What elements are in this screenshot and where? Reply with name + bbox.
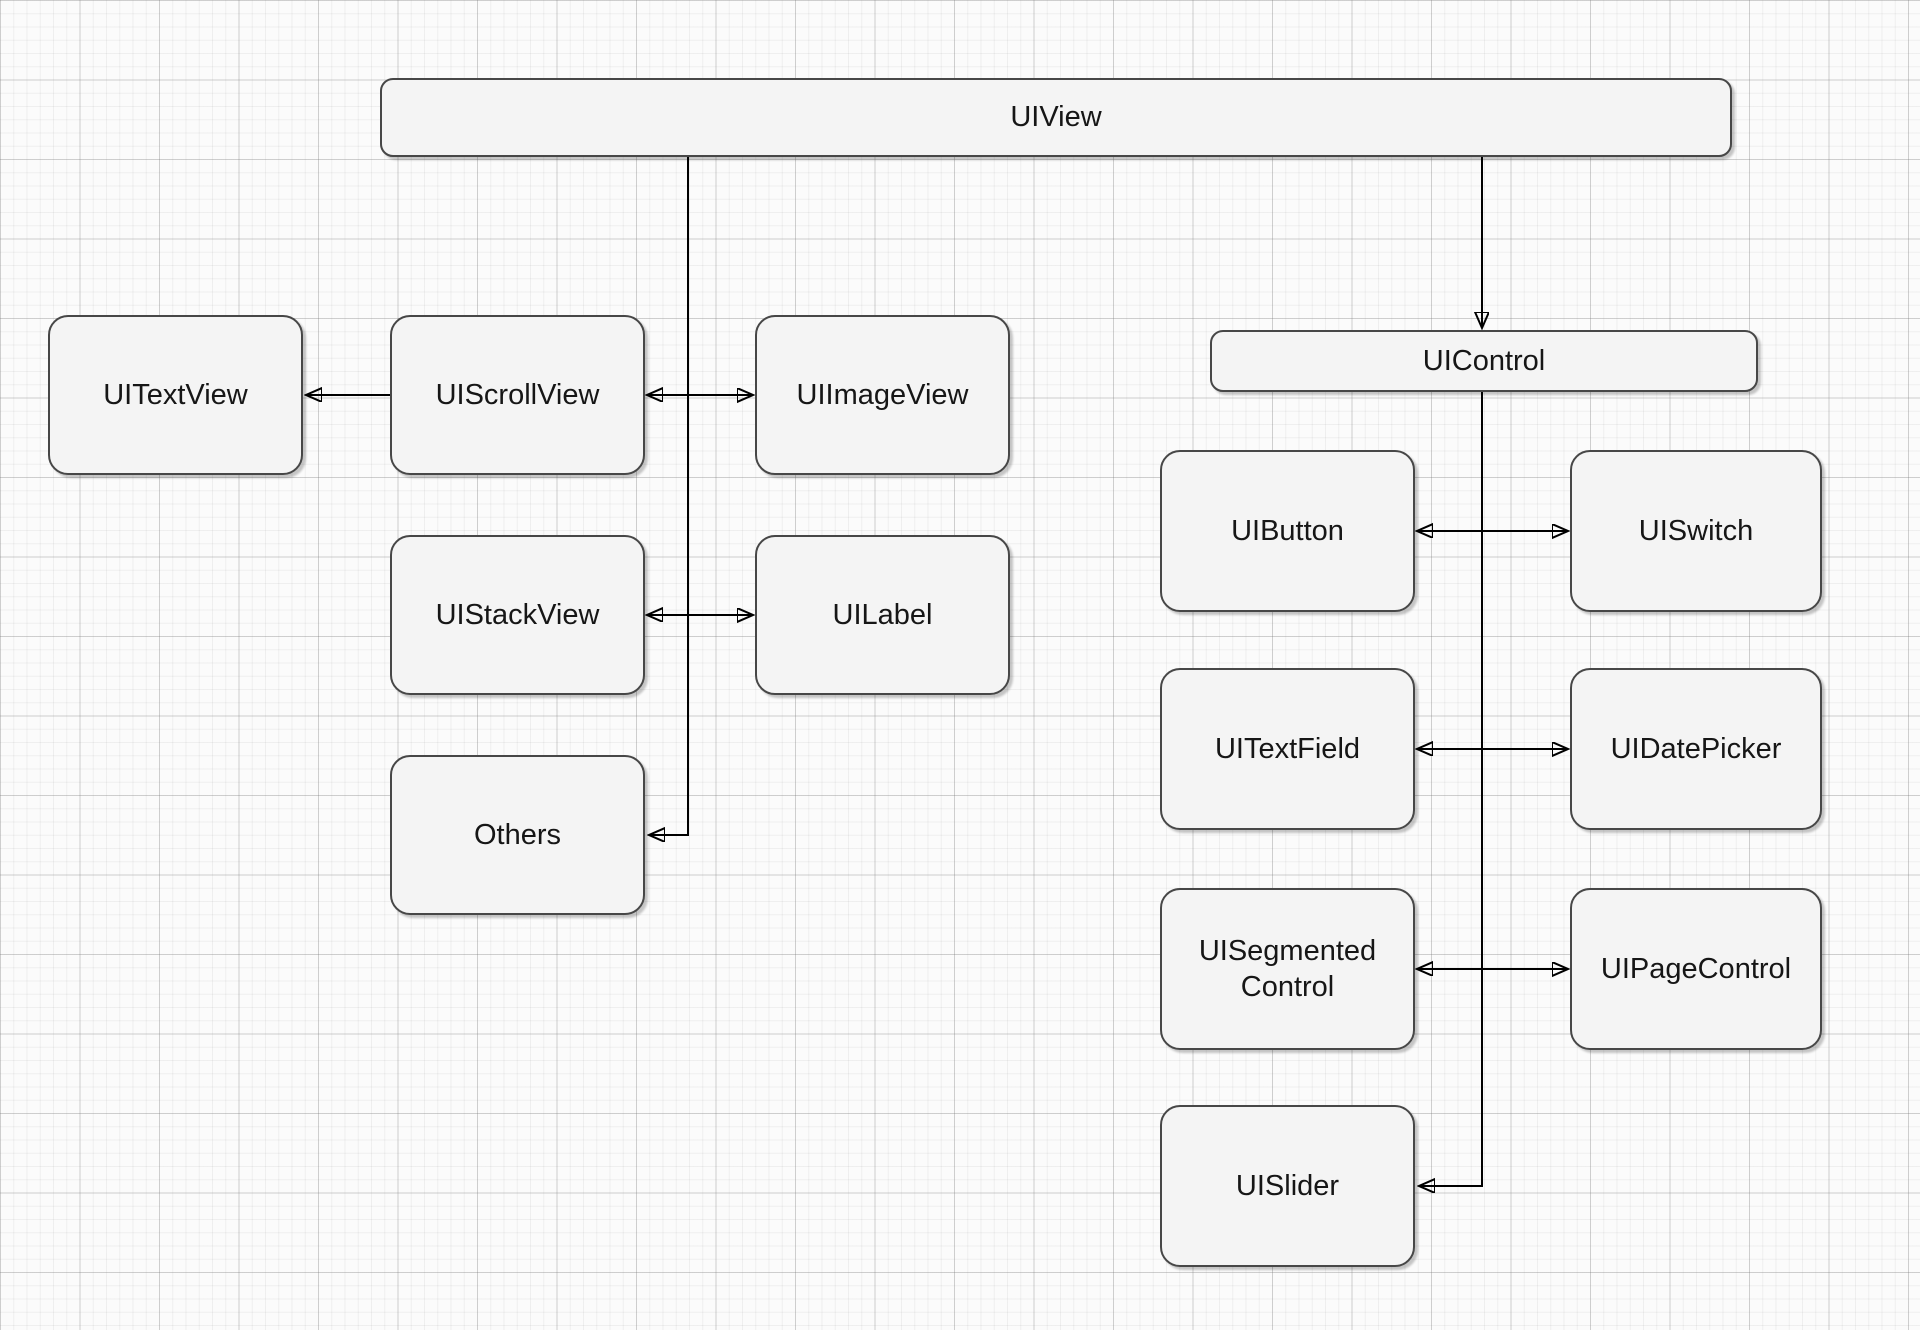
node-label: UISwitch xyxy=(1638,514,1754,547)
node-uislider: UISlider xyxy=(1160,1105,1415,1267)
node-uiswitch: UISwitch xyxy=(1570,450,1822,612)
node-label: UIDatePicker xyxy=(1610,732,1782,765)
node-label: Others xyxy=(473,818,562,851)
node-uiimageview: UIImageView xyxy=(755,315,1010,475)
node-uistackview: UIStackView xyxy=(390,535,645,695)
edge-uiview-others xyxy=(649,157,689,835)
node-uitextfield: UITextField xyxy=(1160,668,1415,830)
node-label: UISegmented Control xyxy=(1198,934,1377,1003)
node-uicontrol: UIControl xyxy=(1210,330,1758,392)
node-uiscrollview: UIScrollView xyxy=(390,315,645,475)
node-label: UISlider xyxy=(1235,1169,1340,1202)
node-uitextview: UITextView xyxy=(48,315,303,475)
node-label: UILabel xyxy=(832,598,933,631)
node-uibutton: UIButton xyxy=(1160,450,1415,612)
node-uilabel: UILabel xyxy=(755,535,1010,695)
node-label: UIStackView xyxy=(435,598,600,631)
node-label: UIImageView xyxy=(796,378,969,411)
node-label: UIScrollView xyxy=(435,378,600,411)
node-label: UIView xyxy=(1010,101,1102,134)
node-uisegmentedcontrol: UISegmented Control xyxy=(1160,888,1415,1050)
node-uiview: UIView xyxy=(380,78,1732,157)
node-uipagecontrol: UIPageControl xyxy=(1570,888,1822,1050)
edge-uicontrol-uislider xyxy=(1419,392,1483,1186)
node-label: UIButton xyxy=(1231,514,1344,547)
node-uidatepicker: UIDatePicker xyxy=(1570,668,1822,830)
node-label: UITextField xyxy=(1214,732,1361,765)
node-label: UIPageControl xyxy=(1600,952,1792,985)
node-others: Others xyxy=(390,755,645,915)
node-label: UIControl xyxy=(1422,344,1546,377)
node-label: UITextView xyxy=(103,378,248,411)
